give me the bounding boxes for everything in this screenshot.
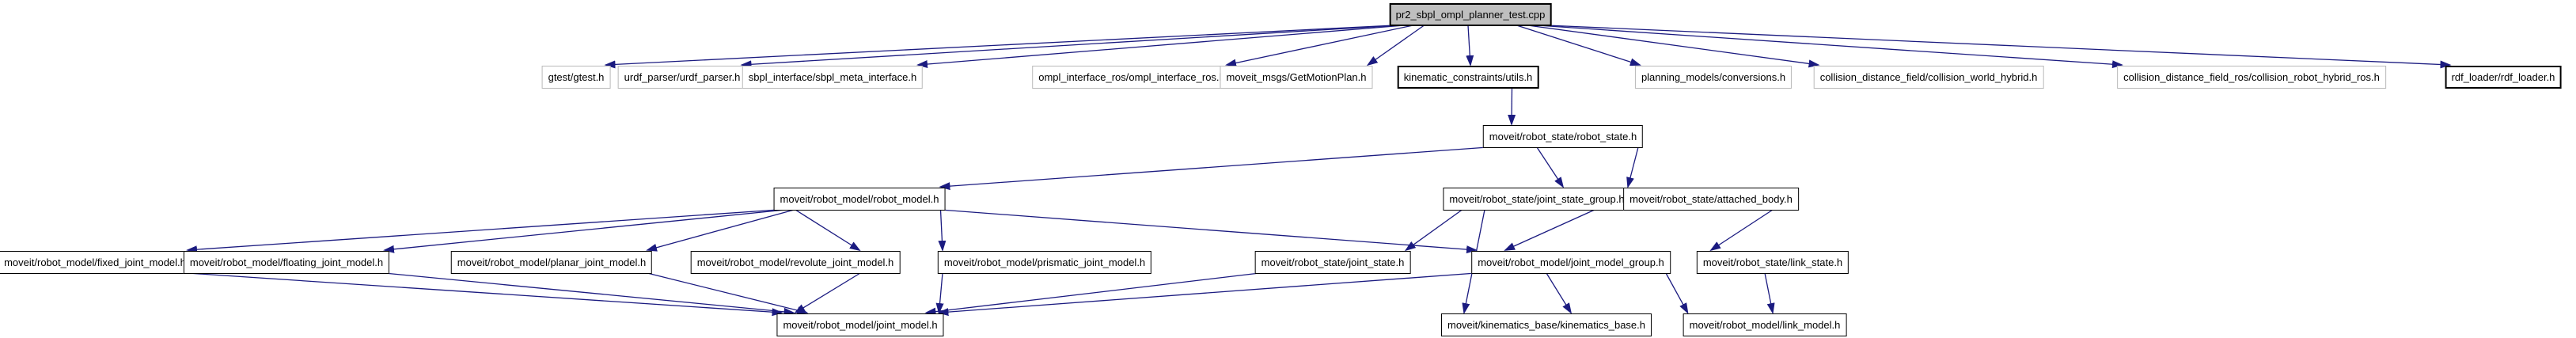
graph-node-revolute_joint[interactable]: moveit/robot_model/revolute_joint_model.… <box>690 251 901 274</box>
include-edge-joint_state_group--joint_model_group <box>1504 209 1595 251</box>
include-edge-test_cpp--cdf_world_hybrid <box>1527 25 1820 68</box>
graph-node-joint_model_group[interactable]: moveit/robot_model/joint_model_group.h <box>1471 251 1671 274</box>
include-edge-test_cpp--get_motion_plan <box>1366 25 1425 66</box>
graph-node-sbpl_meta: sbpl_interface/sbpl_meta_interface.h <box>742 66 924 89</box>
include-edge-test_cpp--kc_utils <box>1466 25 1474 66</box>
include-edge-robot_model--revolute_joint <box>795 209 861 252</box>
graph-node-cdfr_robot_hybrid: collision_distance_field_ros/collision_r… <box>2117 66 2386 89</box>
graph-node-kinematics_base[interactable]: moveit/kinematics_base/kinematics_base.h <box>1440 313 1652 336</box>
graph-node-prismatic_joint[interactable]: moveit/robot_model/prismatic_joint_model… <box>937 251 1152 274</box>
include-edge-robot_state--joint_state_group <box>1536 146 1565 188</box>
include-edge-planar_joint--joint_model <box>647 272 809 314</box>
graph-node-pm_conversions: planning_models/conversions.h <box>1634 66 1793 89</box>
include-edge-robot_state--robot_model <box>939 146 1489 191</box>
graph-node-cdf_world_hybrid: collision_distance_field/collision_world… <box>1813 66 2044 89</box>
graph-node-joint_state[interactable]: moveit/robot_state/joint_state.h <box>1254 251 1411 274</box>
graph-node-get_motion_plan: moveit_msgs/GetMotionPlan.h <box>1220 66 1373 89</box>
graph-node-link_state[interactable]: moveit/robot_state/link_state.h <box>1696 251 1849 274</box>
graph-node-planar_joint[interactable]: moveit/robot_model/planar_joint_model.h <box>450 251 653 274</box>
include-edge-test_cpp--cdfr_robot_hybrid <box>1537 25 2123 69</box>
include-edge-robot_model--prismatic_joint <box>938 209 947 252</box>
graph-node-joint_state_group[interactable]: moveit/robot_state/joint_state_group.h <box>1443 188 1631 211</box>
graph-node-kc_utils[interactable]: kinematic_constraints/utils.h <box>1397 66 1539 89</box>
include-edge-attached_body--link_state <box>1709 209 1774 252</box>
graph-node-robot_state[interactable]: moveit/robot_state/robot_state.h <box>1482 125 1644 148</box>
include-edge-test_cpp--urdf_parser <box>740 25 1399 69</box>
graph-node-link_model[interactable]: moveit/robot_model/link_model.h <box>1683 313 1847 336</box>
include-edge-test_cpp--pm_conversions <box>1516 25 1641 66</box>
include-edge-robot_model--floating_joint <box>383 209 786 253</box>
include-edge-joint_model_group--kinematics_base <box>1546 272 1573 314</box>
graph-node-robot_model[interactable]: moveit/robot_model/robot_model.h <box>773 188 946 211</box>
include-edge-test_cpp--sbpl_meta <box>916 25 1405 69</box>
graph-node-gtest: gtest/gtest.h <box>541 66 611 89</box>
include-edge-robot_model--fixed_joint <box>186 209 779 254</box>
include-edge-test_cpp--ompl_iface <box>1225 25 1413 67</box>
graph-node-urdf_parser: urdf_parser/urdf_parser.h <box>617 66 747 89</box>
graph-node-joint_model[interactable]: moveit/robot_model/joint_model.h <box>776 313 944 336</box>
include-edge-robot_model--joint_model_group <box>940 209 1478 254</box>
graph-node-ompl_iface: ompl_interface_ros/ompl_interface_ros.h <box>1032 66 1231 89</box>
graph-node-attached_body[interactable]: moveit/robot_state/attached_body.h <box>1623 188 1799 211</box>
graph-node-rdf_loader[interactable]: rdf_loader/rdf_loader.h <box>2445 66 2562 89</box>
include-edge-link_state--link_model <box>1764 272 1775 314</box>
include-edge-revolute_joint--joint_model <box>794 272 861 314</box>
graph-node-test_cpp: pr2_sbpl_ompl_planner_test.cpp <box>1389 3 1552 26</box>
include-edge-joint_state_group--joint_state <box>1404 209 1463 252</box>
graph-node-fixed_joint[interactable]: moveit/robot_model/fixed_joint_model.h <box>0 251 192 274</box>
include-edge-robot_state--attached_body <box>1626 146 1639 188</box>
include-edge-joint_model_group--joint_model <box>937 272 1477 317</box>
include-edge-test_cpp--gtest <box>604 25 1394 69</box>
include-edge-test_cpp--rdf_loader <box>1546 25 2452 69</box>
include-edge-joint_model_group--link_model <box>1665 272 1689 314</box>
include-edge-prismatic_joint--joint_model <box>935 272 944 314</box>
include-edge-floating_joint--joint_model <box>384 272 795 316</box>
include-edge-fixed_joint--joint_model <box>187 272 783 317</box>
graph-node-floating_joint[interactable]: moveit/robot_model/floating_joint_model.… <box>183 251 390 274</box>
include-edge-robot_model--planar_joint <box>646 209 795 252</box>
include-edge-joint_state--joint_model <box>924 272 1260 316</box>
